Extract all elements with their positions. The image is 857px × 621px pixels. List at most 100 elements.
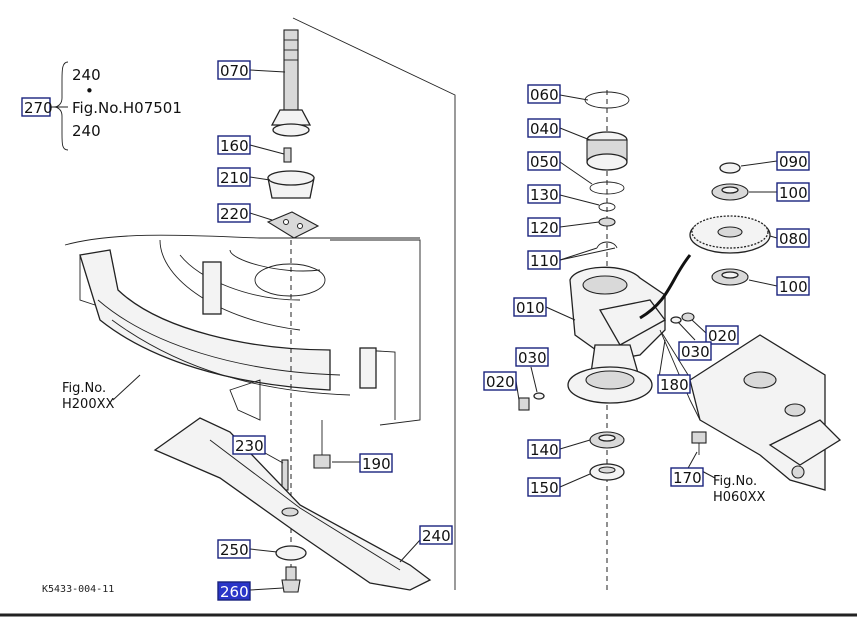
svg-text:030: 030 (518, 349, 547, 367)
bearing-100a (711, 183, 749, 201)
svg-text:240: 240 (422, 527, 451, 545)
svg-text:270: 270 (24, 99, 53, 117)
svg-text:170: 170 (673, 469, 702, 487)
bracket-dot: • (85, 82, 94, 100)
fig-ref-h200-label: Fig.No. (62, 381, 106, 396)
callout-130[interactable]: 130 (527, 184, 561, 204)
callout-220[interactable]: 220 (217, 203, 251, 223)
callout-120[interactable]: 120 (527, 217, 561, 237)
svg-text:260: 260 (220, 583, 249, 601)
leader-lines (50, 69, 778, 591)
svg-text:150: 150 (530, 479, 559, 497)
svg-text:130: 130 (530, 186, 559, 204)
bracket-bottom-label: 240 (72, 122, 101, 140)
svg-text:040: 040 (530, 120, 559, 138)
bearing-140 (589, 431, 625, 449)
housing-frame (659, 329, 842, 491)
callout-050[interactable]: 050 (527, 151, 561, 171)
callout-190[interactable]: 190 (359, 453, 393, 473)
callout-170[interactable]: 170 (670, 467, 704, 487)
cup-210 (267, 170, 315, 199)
bracket-fig-ref: Fig.No.H07501 (72, 99, 182, 117)
callout-020-right[interactable]: 020 (705, 325, 739, 345)
svg-text:230: 230 (235, 437, 264, 455)
callout-210[interactable]: 210 (217, 167, 251, 187)
pin-230 (281, 459, 289, 491)
plate-220 (266, 211, 320, 239)
callout-010[interactable]: 010 (513, 297, 547, 317)
callout-090[interactable]: 090 (776, 151, 810, 171)
fig-ref-h060-code: H060XX (713, 490, 765, 505)
bracket-group: 240 • Fig.No.H07501 240 (53, 61, 182, 151)
bolt-020a (518, 392, 545, 411)
svg-text:080: 080 (779, 230, 808, 248)
fig-ref-h200[interactable]: Fig.No. H200XX (62, 381, 114, 412)
ring-090 (719, 162, 741, 174)
pin-180 (661, 332, 691, 379)
svg-text:190: 190 (362, 455, 391, 473)
bolt-260 (281, 566, 301, 593)
bolt-190 (313, 420, 331, 469)
bearing-040 (586, 131, 628, 171)
svg-text:030: 030 (681, 343, 710, 361)
svg-text:100: 100 (779, 278, 808, 296)
gearbox-010 (567, 266, 666, 404)
svg-text:090: 090 (779, 153, 808, 171)
callout-270[interactable]: 270 (21, 97, 53, 117)
svg-text:070: 070 (220, 62, 249, 80)
figure-code: K5433-004-11 (42, 584, 114, 595)
callout-110[interactable]: 110 (527, 250, 561, 270)
clip-110 (596, 241, 618, 249)
callout-230[interactable]: 230 (232, 435, 266, 455)
snap-ring-060 (584, 91, 630, 109)
fig-ref-h200-code: H200XX (62, 397, 114, 412)
fig-ref-h060[interactable]: Fig.No. H060XX (713, 474, 765, 505)
callout-260[interactable]: 260 (217, 581, 251, 601)
bracket-top-label: 240 (72, 66, 101, 84)
callout-150[interactable]: 150 (527, 477, 561, 497)
fig-ref-h060-label: Fig.No. (713, 474, 757, 489)
callout-020-left[interactable]: 020 (483, 371, 517, 391)
callout-160[interactable]: 160 (217, 135, 251, 155)
svg-text:180: 180 (660, 376, 689, 394)
svg-text:140: 140 (530, 441, 559, 459)
svg-text:120: 120 (530, 219, 559, 237)
callout-060[interactable]: 060 (527, 84, 561, 104)
callout-030-right[interactable]: 030 (678, 341, 712, 361)
blade-240 (153, 417, 432, 591)
o-ring-050 (589, 181, 625, 195)
washer-250 (275, 545, 307, 561)
cable (639, 254, 692, 320)
svg-text:050: 050 (530, 153, 559, 171)
ring-130 (598, 202, 616, 212)
callout-180[interactable]: 180 (657, 374, 691, 394)
callout-080[interactable]: 080 (776, 228, 810, 248)
svg-text:020: 020 (708, 327, 737, 345)
deck-frame (64, 17, 456, 590)
seal-150 (589, 463, 625, 481)
bearing-100b (711, 268, 749, 286)
callout-100-top[interactable]: 100 (776, 182, 810, 202)
callout-040[interactable]: 040 (527, 118, 561, 138)
callout-100-bottom[interactable]: 100 (776, 276, 810, 296)
callout-240[interactable]: 240 (419, 525, 453, 545)
svg-text:100: 100 (779, 184, 808, 202)
callout-250[interactable]: 250 (217, 539, 251, 559)
svg-text:110: 110 (530, 252, 559, 270)
callout-070[interactable]: 070 (217, 60, 251, 80)
shaft-070 (270, 29, 312, 137)
svg-text:220: 220 (220, 205, 249, 223)
svg-text:060: 060 (530, 86, 559, 104)
svg-text:210: 210 (220, 169, 249, 187)
gear-080 (689, 215, 771, 254)
bolt-020b (670, 312, 695, 324)
seal-120 (598, 217, 616, 227)
pin-160 (283, 147, 292, 163)
callout-140[interactable]: 140 (527, 439, 561, 459)
callout-030-left[interactable]: 030 (515, 347, 549, 367)
svg-text:160: 160 (220, 137, 249, 155)
bolt-170 (691, 431, 707, 455)
svg-text:250: 250 (220, 541, 249, 559)
svg-text:010: 010 (516, 299, 545, 317)
